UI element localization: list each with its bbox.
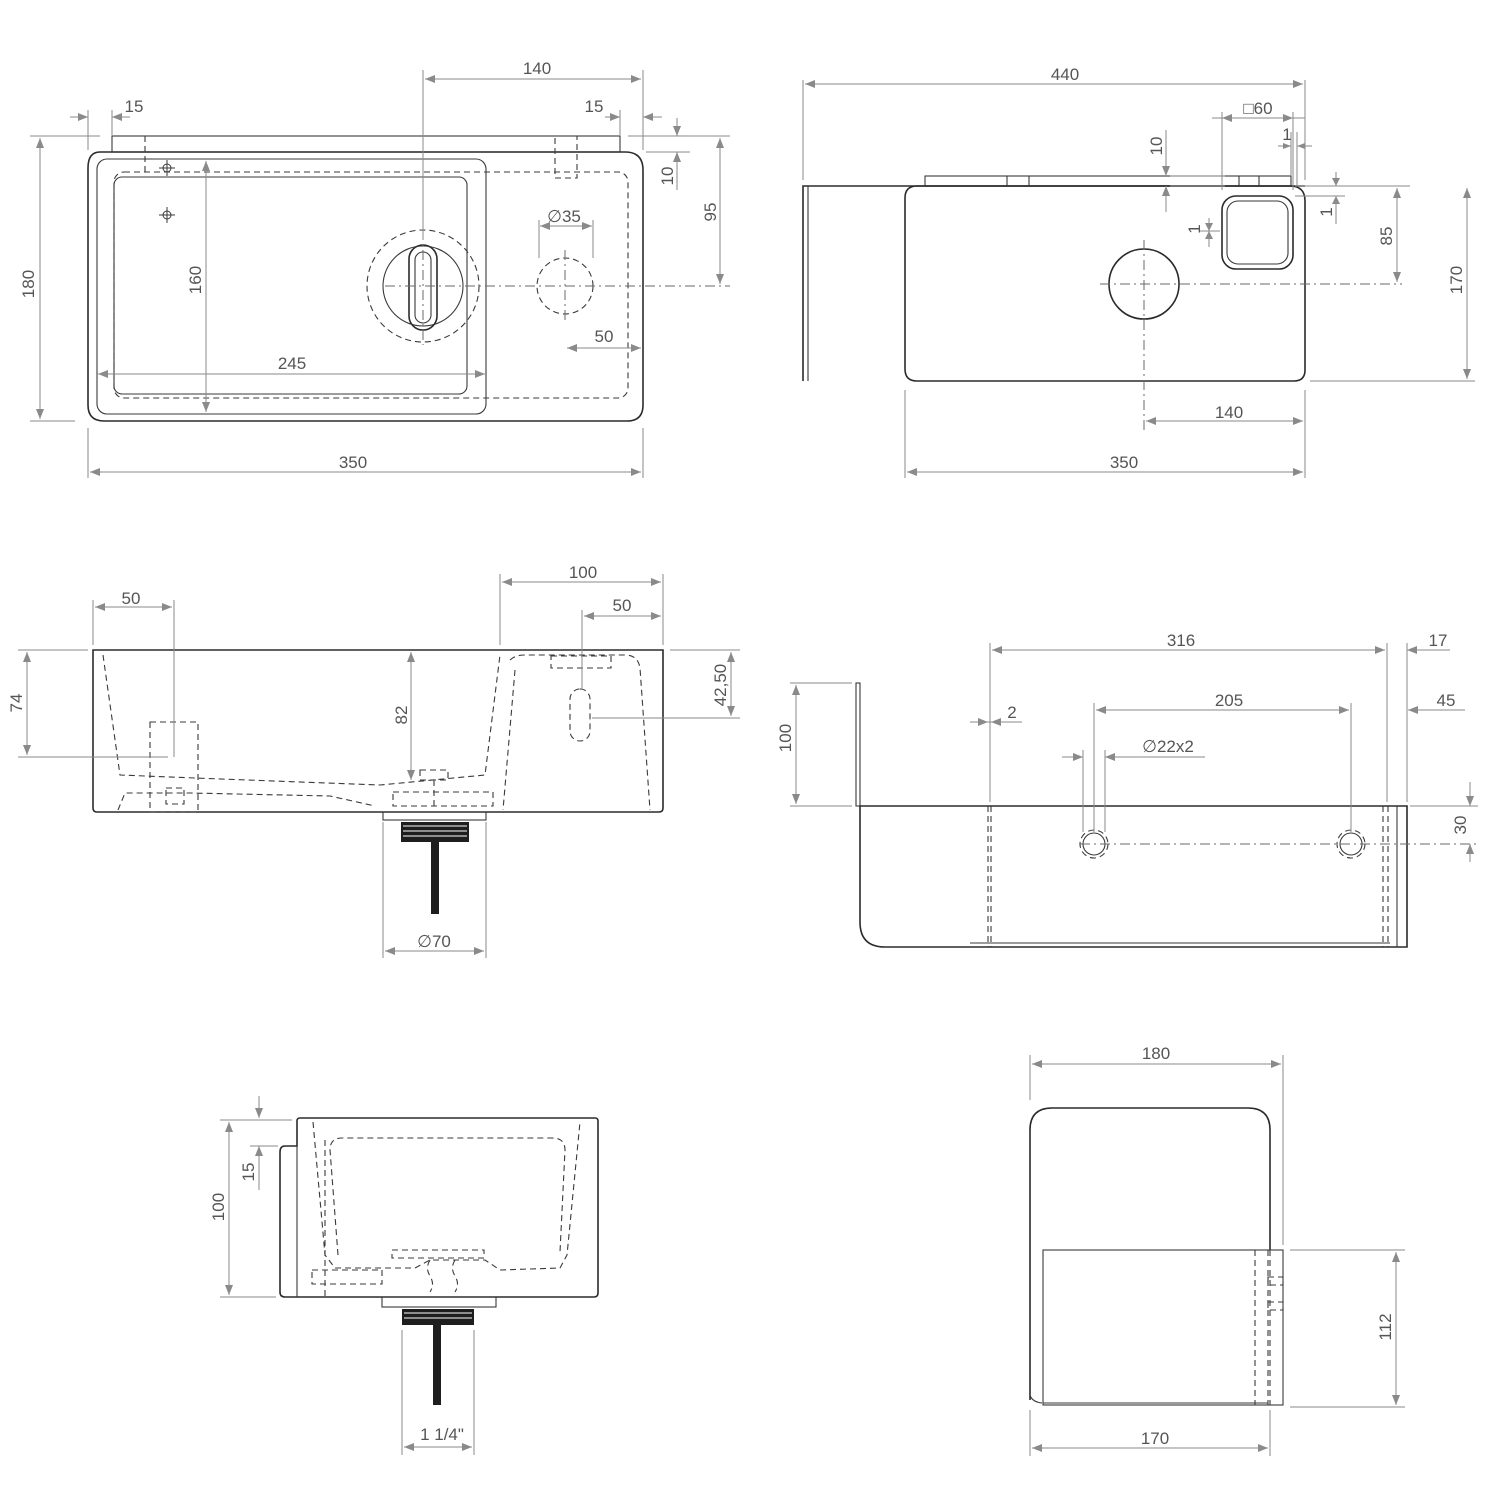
hidden-outline — [113, 171, 629, 399]
dim-1-right: 1 — [1317, 207, 1336, 216]
dim-140: 140 — [523, 59, 551, 78]
tap-deck-strip — [924, 175, 1292, 187]
drain-pipe — [431, 842, 439, 914]
dim-350: 350 — [339, 453, 367, 472]
dim-42-50: 42,50 — [711, 664, 730, 707]
dim-50-right: 50 — [613, 596, 632, 615]
dim-180: 180 — [19, 270, 38, 298]
dim-140: 140 — [1215, 403, 1243, 422]
dim-100: 100 — [209, 1193, 228, 1221]
dim-1-left: 1 — [1185, 224, 1204, 233]
dim-45: 45 — [1437, 691, 1456, 710]
dim-17: 17 — [1429, 631, 1448, 650]
dim-1-top: 1 — [1282, 125, 1291, 144]
dim-square-60: □60 — [1243, 99, 1272, 118]
square-drain — [1221, 195, 1294, 270]
drain-flange — [381, 1296, 497, 1308]
dim-diameter-22x2: ∅22x2 — [1142, 737, 1194, 756]
shelf-base — [859, 805, 1408, 948]
dim-100: 100 — [776, 724, 795, 752]
dim-205: 205 — [1215, 691, 1243, 710]
dim-15: 15 — [239, 1163, 258, 1182]
dim-30: 30 — [1451, 816, 1470, 835]
dim-50-left: 50 — [122, 589, 141, 608]
top-view: 140 15 15 10 95 180 160 — [19, 59, 730, 478]
side-view: 100 15 1 1/4" — [209, 1096, 599, 1455]
dim-15-left: 15 — [125, 97, 144, 116]
drain-thread — [402, 1309, 474, 1325]
dim-diameter-35: ∅35 — [547, 207, 581, 226]
dim-170: 170 — [1141, 1429, 1169, 1448]
drain-pipe — [433, 1325, 441, 1405]
dim-15-right: 15 — [585, 97, 604, 116]
basin-outline — [279, 1117, 599, 1298]
basin-box — [1042, 1249, 1284, 1406]
drain-thread — [401, 822, 469, 842]
dim-2: 2 — [1007, 703, 1016, 722]
dim-180: 180 — [1142, 1044, 1170, 1063]
dim-95: 95 — [701, 203, 720, 222]
dim-170: 170 — [1447, 266, 1466, 294]
drain-flange — [382, 811, 487, 821]
front-view: 100 50 50 74 82 42,50 ∅70 — [7, 563, 740, 958]
back-view: 316 17 2 205 45 ∅22x2 100 — [776, 631, 1480, 948]
dim-74: 74 — [7, 694, 26, 713]
shelf-upright — [855, 682, 861, 807]
dim-316: 316 — [1167, 631, 1195, 650]
dim-50: 50 — [595, 327, 614, 346]
dim-245: 245 — [278, 354, 306, 373]
dim-10-top: 10 — [1147, 137, 1166, 156]
side-right-view: 180 112 170 — [1029, 1044, 1405, 1456]
basin-outline — [87, 151, 644, 422]
tap-deck-outline — [111, 135, 621, 153]
overflow-hidden — [554, 135, 578, 179]
dim-82: 82 — [392, 706, 411, 725]
dim-diameter-70: ∅70 — [417, 932, 451, 951]
dim-85: 85 — [1377, 227, 1396, 246]
top-right-view: 440 □60 10 1 1 1 — [802, 65, 1475, 478]
shelf-outline — [1029, 1107, 1271, 1400]
dim-160: 160 — [186, 266, 205, 294]
basin-outline — [92, 649, 664, 813]
dim-112: 112 — [1376, 1313, 1395, 1340]
dim-1-1-4: 1 1/4" — [420, 1425, 464, 1444]
dim-440: 440 — [1051, 65, 1079, 84]
basin-outline — [904, 185, 1306, 382]
dim-350: 350 — [1110, 453, 1138, 472]
dim-10: 10 — [658, 167, 677, 186]
dim-100: 100 — [569, 563, 597, 582]
